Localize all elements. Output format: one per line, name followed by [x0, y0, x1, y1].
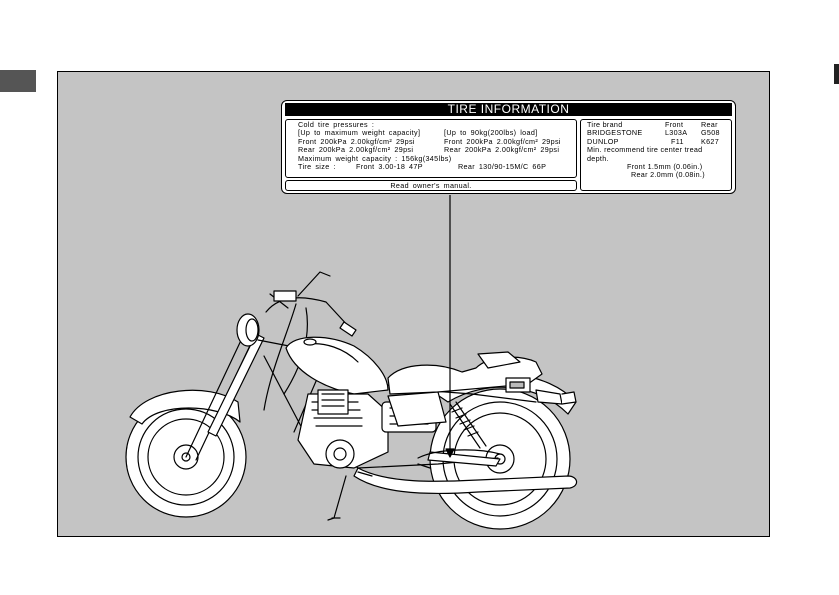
- rear-pressure-max: Rear 200kPa 2.00kgf/cm² 29psi: [298, 145, 414, 155]
- cold-pressures-title: Cold tire pressures :: [298, 120, 375, 129]
- brand-rear-model: G508: [701, 128, 720, 138]
- capacity-max-heading: [Up to maximum weight capacity]: [298, 128, 421, 138]
- brand-header-front: Front: [665, 120, 684, 129]
- tire-size-label: Tire size :: [298, 161, 336, 171]
- brand-header-name: Tire brand: [587, 120, 623, 129]
- side-stand: [327, 475, 347, 521]
- front-fender: [129, 389, 241, 425]
- tread-note-line-1: Min. recommend tire center tread: [587, 145, 703, 155]
- tire-size-front: Front 3.00-18 47P: [356, 161, 423, 171]
- capacity-90-heading: [Up to 90kg(200lbs) load]: [444, 128, 538, 138]
- exhaust: [353, 467, 578, 495]
- page-edge-mark: [834, 64, 839, 84]
- tire-information-label: TIRE INFORMATION Cold tire pressures : […: [281, 100, 736, 194]
- swing-arm: [427, 451, 501, 467]
- max-weight-capacity: Maximum weight capacity : 156kg(345lbs): [298, 153, 452, 163]
- fuel-tank: [285, 336, 389, 395]
- front-pressure-max: Front 200kPa 2.00kgf/cm² 29psi: [298, 136, 415, 146]
- brand-front-model: F11: [671, 136, 684, 146]
- tire-size-rear: Rear 130/90-15M/C 66P: [458, 161, 547, 171]
- brand-row: BRIDGESTONE L303A G508: [587, 128, 728, 138]
- brand-name: BRIDGESTONE: [587, 128, 643, 138]
- headlight: [236, 313, 260, 347]
- tread-note-line-2: depth.: [587, 153, 609, 163]
- tire-pressure-box: Cold tire pressures : [Up to maximum wei…: [285, 119, 577, 178]
- tread-depth-front: Front 1.5mm (0.06in.): [627, 161, 703, 171]
- section-tab-marker: [0, 70, 36, 92]
- brand-name: DUNLOP: [587, 136, 619, 146]
- brand-rear-model: K627: [701, 136, 719, 146]
- brand-header-row: Tire brand Front Rear: [587, 120, 728, 129]
- front-pressure-90: Front 200kPa 2.00kgf/cm² 29psi: [444, 136, 561, 146]
- brand-row: DUNLOP F11 K627: [587, 136, 728, 146]
- seat: [387, 356, 543, 395]
- manual-note-box: Read owner's manual.: [285, 180, 577, 191]
- side-cover: [387, 391, 447, 427]
- brand-front-model: L303A: [665, 128, 688, 138]
- tread-depth-rear: Rear 2.0mm (0.08in.): [631, 170, 705, 180]
- rear-pressure-90: Rear 200kPa 2.00kgf/cm² 29psi: [444, 145, 560, 155]
- brand-header-rear: Rear: [701, 120, 718, 129]
- label-header: TIRE INFORMATION: [285, 103, 732, 116]
- tire-brand-box: Tire brand Front Rear BRIDGESTONE L303A …: [580, 119, 732, 191]
